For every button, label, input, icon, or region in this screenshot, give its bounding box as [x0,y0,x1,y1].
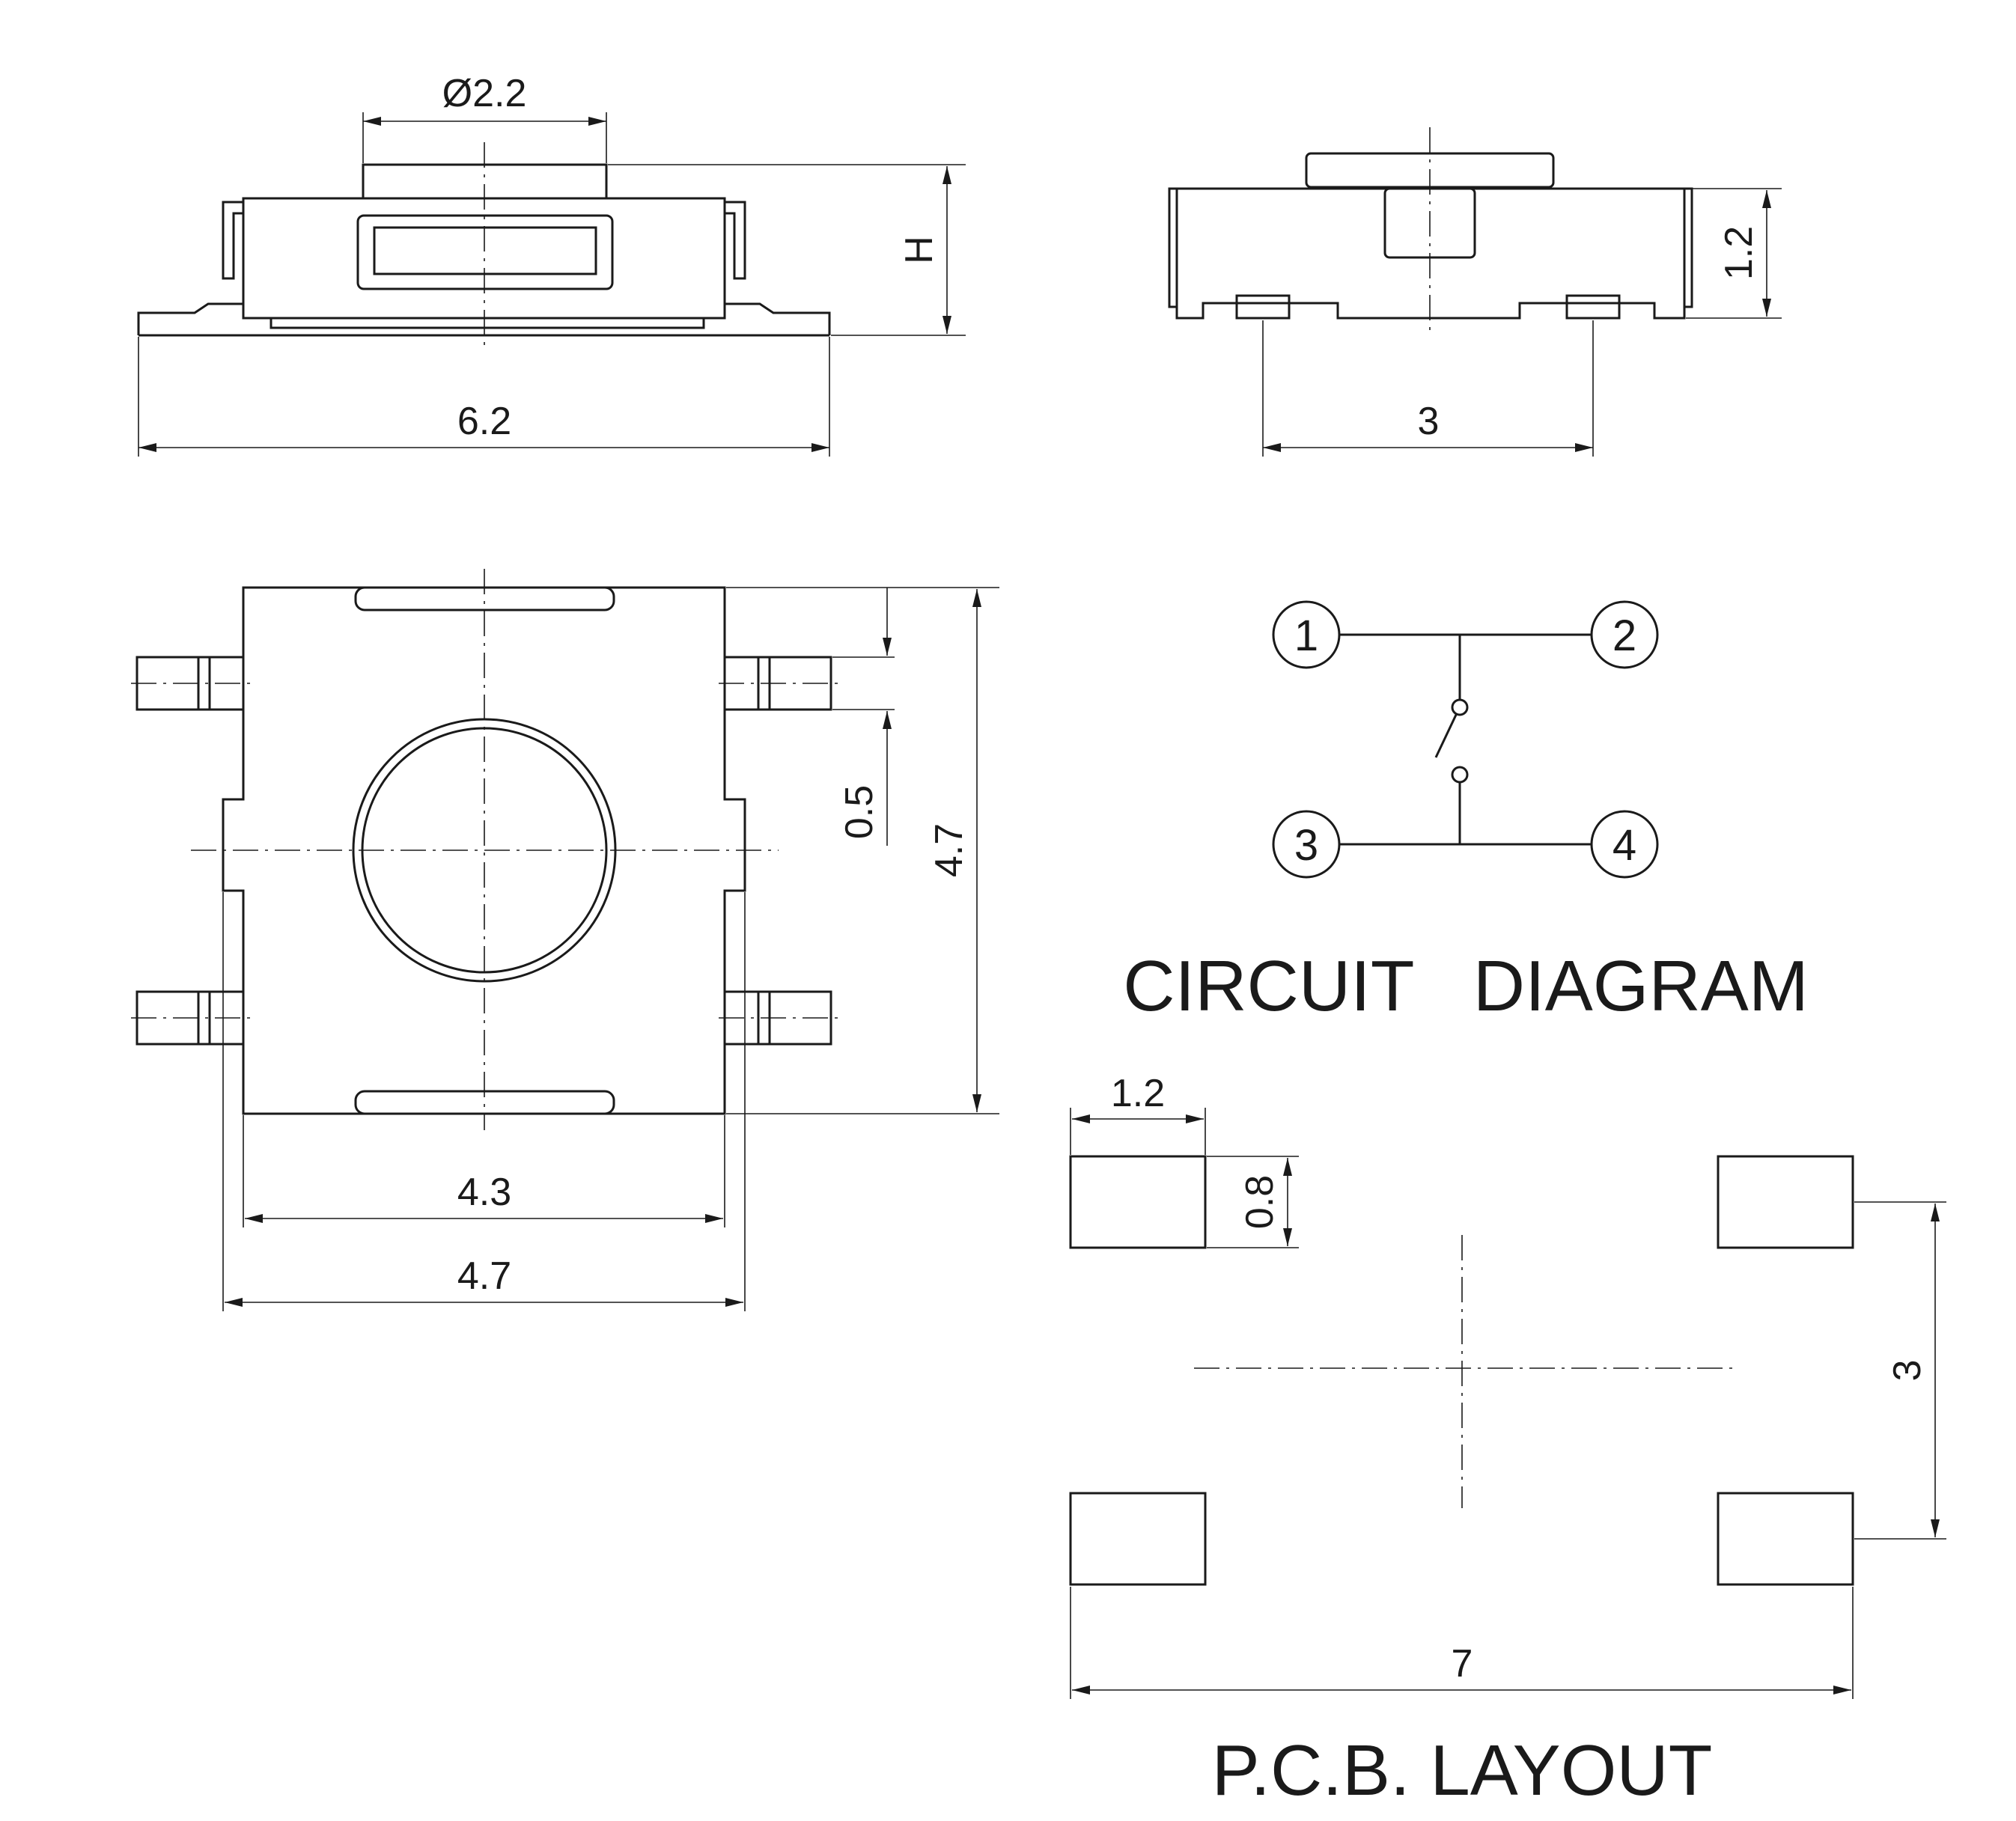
circuit-title: CIRCUIT DIAGRAM [1123,946,1809,1026]
left-tab [1168,187,1177,308]
right-terminal [1565,294,1621,320]
pad-span-label: 7 [1452,1642,1473,1686]
switch-contact-bottom [1451,766,1469,784]
left-clip [222,201,243,280]
height-label: H [898,236,941,264]
body-height-label: 4.7 [928,823,971,877]
pin-2-circle [1590,600,1659,669]
right-lead [723,302,831,335]
switch-contact-top [1451,698,1469,716]
pcb-layout: 1.2 0.8 3 7 P.C.B. LAYOUT [1069,1072,1946,1811]
base-foot [269,318,705,329]
body-height-label: 1.2 [1717,226,1761,280]
diameter-label: Ø2.2 [442,72,527,115]
plunger-window [373,226,597,275]
plunger-frame [356,214,614,290]
pad-top-right [1717,1155,1854,1249]
left-terminal [1235,294,1291,320]
end-body [1175,187,1686,320]
right-clip [725,201,746,280]
pad-pitch-label: 3 [1886,1360,1929,1382]
length-label: 6.2 [457,400,511,443]
front-side-view: Ø2.2 H 6.2 [137,72,966,457]
pin-4-circle [1590,810,1659,879]
pad-bottom-left [1069,1492,1207,1586]
switch-lever [1434,714,1458,758]
pad-height-label: 0.8 [1238,1175,1282,1229]
pin-4-label: 4 [1613,821,1636,870]
outer-width-label: 4.7 [457,1254,511,1298]
circuit-diagram: 1 2 3 4 CIRCUIT DIAGRAM [1123,600,1809,1026]
end-side-view: 1.2 3 [1168,127,1782,457]
left-lead [137,302,245,335]
pin-2-label: 2 [1613,611,1636,660]
top-body [222,586,746,1115]
pin-pitch-label: 3 [1418,400,1440,443]
pad-width-label: 1.2 [1111,1072,1165,1115]
pin-width-label: 0.5 [838,785,881,839]
pin-3-circle [1272,810,1341,879]
pin-1-circle [1272,600,1341,669]
pcb-title: P.C.B. LAYOUT [1212,1730,1713,1811]
pin-1-label: 1 [1294,611,1318,660]
pin-3-label: 3 [1294,821,1318,870]
pad-bottom-right [1717,1492,1854,1586]
inner-width-label: 4.3 [457,1171,511,1214]
pad-top-left [1069,1155,1207,1249]
top-view: 0.5 4.7 4.3 4.7 [131,569,999,1311]
